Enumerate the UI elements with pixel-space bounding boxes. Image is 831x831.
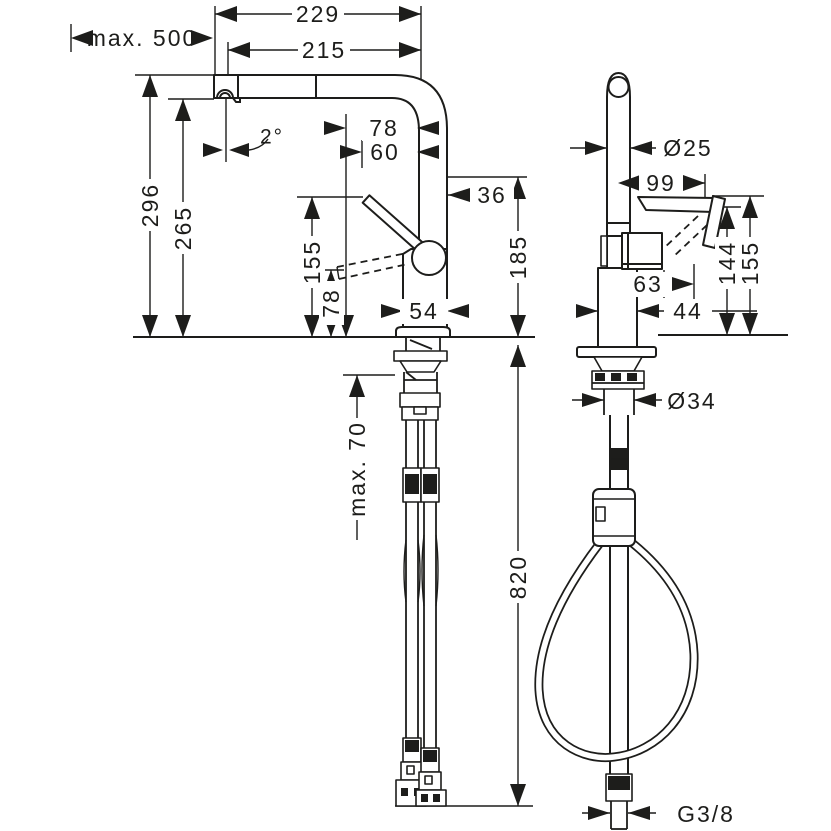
- cap-detail: [607, 76, 630, 98]
- side-escutcheon-flange: [576, 346, 657, 358]
- clamp-nut: [399, 392, 441, 408]
- hose-weight: [592, 488, 636, 547]
- dim-label-99: 99: [646, 170, 676, 196]
- base-escutcheon-front: [395, 326, 451, 338]
- dim-label-820: 820: [505, 555, 531, 599]
- side-arrows: [576, 141, 758, 820]
- dim-label-155-left: 155: [299, 240, 325, 284]
- handle-ball-joint: [411, 240, 447, 276]
- handle-lowered-dashed: [336, 252, 409, 280]
- front-dimension-lines: [70, 6, 533, 807]
- handle-motion-dashed: [663, 215, 708, 258]
- dim-label-60: 60: [370, 139, 400, 165]
- spout-outline: [213, 74, 448, 253]
- dim-label-2deg: 2°: [260, 125, 284, 148]
- hose-weight-window: [595, 506, 606, 522]
- hose-connector-right: [415, 747, 447, 807]
- dim-label-265: 265: [170, 206, 196, 250]
- dim-label-78-top: 78: [369, 115, 399, 141]
- side-bottom-connector: [605, 773, 633, 830]
- spray-head-notch: [232, 97, 241, 103]
- front-undercounter: [393, 337, 448, 807]
- supply-hoses: [395, 420, 447, 807]
- handle-lever-side: [637, 196, 717, 213]
- dim-label-229: 229: [296, 1, 340, 27]
- handle-lever-front: [361, 194, 424, 251]
- dim-label-max500: max. 500: [87, 25, 198, 51]
- dim-label-185: 185: [505, 235, 531, 279]
- spray-clip: [600, 235, 608, 267]
- dim-label-215: 215: [302, 37, 346, 63]
- dim-label-155-right: 155: [737, 241, 763, 285]
- dim-label-36: 36: [477, 182, 507, 208]
- dim-label-44: 44: [673, 298, 703, 324]
- dim-label-dia25: Ø25: [663, 135, 712, 161]
- mounting-flange: [393, 350, 448, 362]
- dim-label-63: 63: [633, 271, 663, 297]
- mounting-cone: [399, 360, 442, 373]
- dim-label-g38: G3/8: [677, 801, 735, 827]
- front-arrows: [71, 6, 526, 806]
- side-faucet-outline: [576, 72, 726, 415]
- dim-label-144: 144: [714, 241, 740, 285]
- aerator-inner-arc: [219, 92, 231, 99]
- dim-label-78-left: 78: [318, 288, 344, 318]
- pullout-hose-tube: [609, 415, 629, 777]
- dim-label-296: 296: [137, 183, 163, 227]
- aerator-outer-arc: [216, 89, 234, 99]
- pullout-hose-loop: [534, 537, 699, 763]
- dim-label-dia34: Ø34: [667, 388, 716, 414]
- side-escutcheon-cone: [593, 356, 643, 372]
- dimension-labels: 229 215 max. 500 2° 78 60 36 54 Ø25 99 6…: [87, 1, 763, 827]
- dim-label-max70: max. 70: [344, 421, 370, 517]
- dim-label-54: 54: [409, 298, 439, 324]
- front-view: [70, 6, 535, 807]
